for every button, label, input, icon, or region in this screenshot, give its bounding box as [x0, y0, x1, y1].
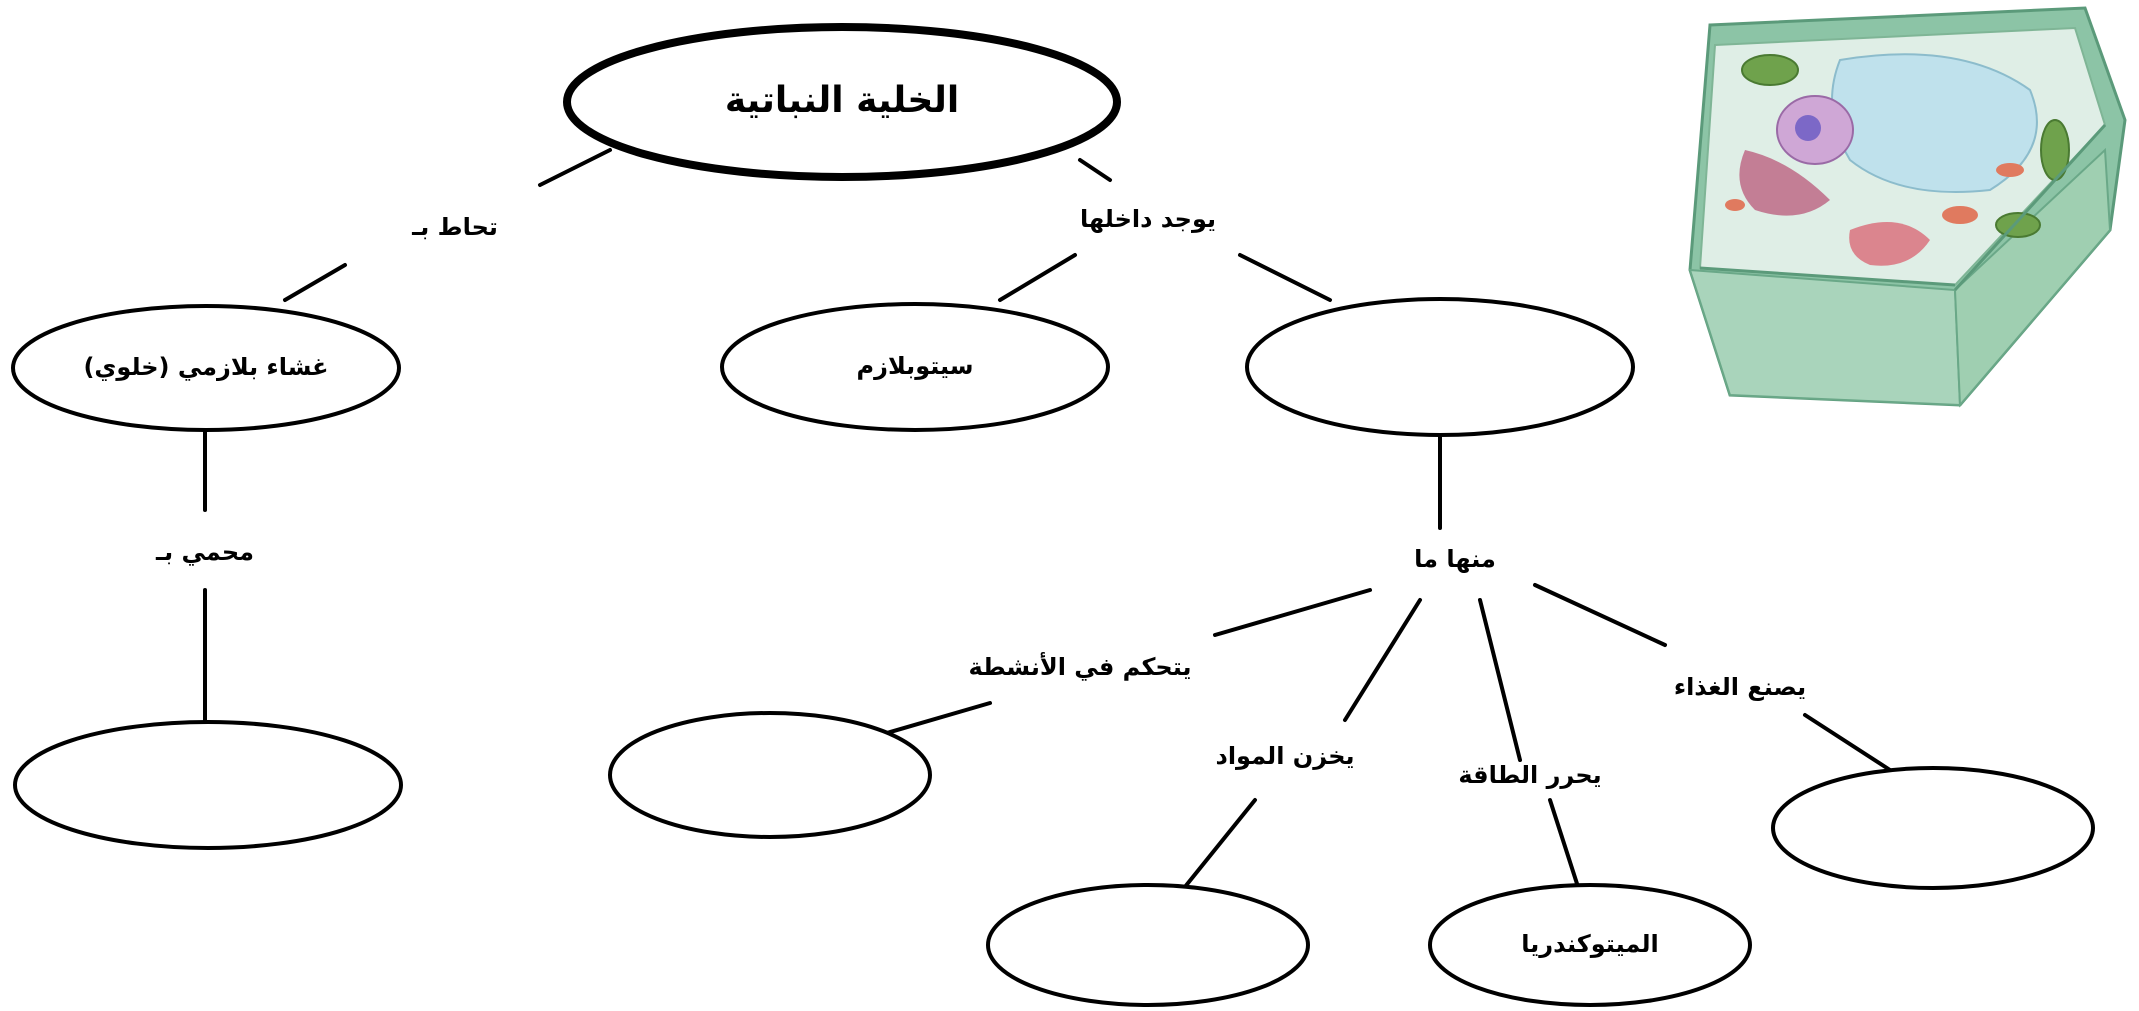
edge-some-to-food: [1533, 583, 1667, 647]
link-surrounded-by: تحاط بـ: [411, 213, 498, 241]
node-organelles: [1245, 297, 1635, 437]
edge-some-to-storage: [1343, 598, 1422, 722]
edge-root-to-inside: [1078, 158, 1112, 182]
root-node: الخلية النباتية: [563, 23, 1121, 181]
edge-some-to-control: [1213, 588, 1372, 637]
node-protected: [13, 720, 403, 850]
node-control: [608, 711, 932, 839]
edge-inside-to-organelles: [1238, 253, 1332, 302]
edge-storage-to-node: [1178, 798, 1257, 895]
plant-cell-illustration: [1688, 6, 2127, 408]
link-found-inside: يوجد داخلها: [1080, 205, 1216, 233]
link-controls-activities: يتحكم في الأنشطة: [968, 652, 1191, 681]
node-food: [1771, 766, 2095, 890]
root-node-label: الخلية النباتية: [725, 80, 959, 121]
connector-lines: [203, 148, 1892, 895]
edge-root-to-surrounded: [538, 148, 612, 187]
node-mitochondria: الميتوكندريا: [1428, 883, 1752, 1007]
link-makes-food: يصنع الغذاء: [1674, 673, 1806, 701]
node-cytoplasm: سيتوبلازم: [720, 302, 1110, 432]
node-cell-membrane-label: غشاء بلازمي (خلوي): [83, 353, 328, 381]
edge-some-to-energy: [1478, 598, 1522, 762]
link-some-of-them: منها ما: [1414, 545, 1496, 573]
node-mitochondria-label: الميتوكندريا: [1521, 930, 1658, 958]
link-stores-materials: يخزن المواد: [1216, 742, 1355, 770]
link-releases-energy: يحرر الطاقة: [1458, 761, 1601, 789]
edge-control-to-node: [878, 701, 992, 737]
node-cell-membrane: غشاء بلازمي (خلوي): [11, 304, 401, 432]
link-protected-by: محمي بـ: [155, 538, 254, 566]
node-storage: [986, 883, 1310, 1007]
node-cytoplasm-label: سيتوبلازم: [857, 352, 974, 380]
edge-energy-to-mitochondria: [1548, 798, 1582, 895]
edge-food-to-node: [1803, 713, 1892, 772]
edge-surrounded-to-membrane: [283, 263, 347, 302]
edge-inside-to-cytoplasm: [998, 253, 1077, 302]
